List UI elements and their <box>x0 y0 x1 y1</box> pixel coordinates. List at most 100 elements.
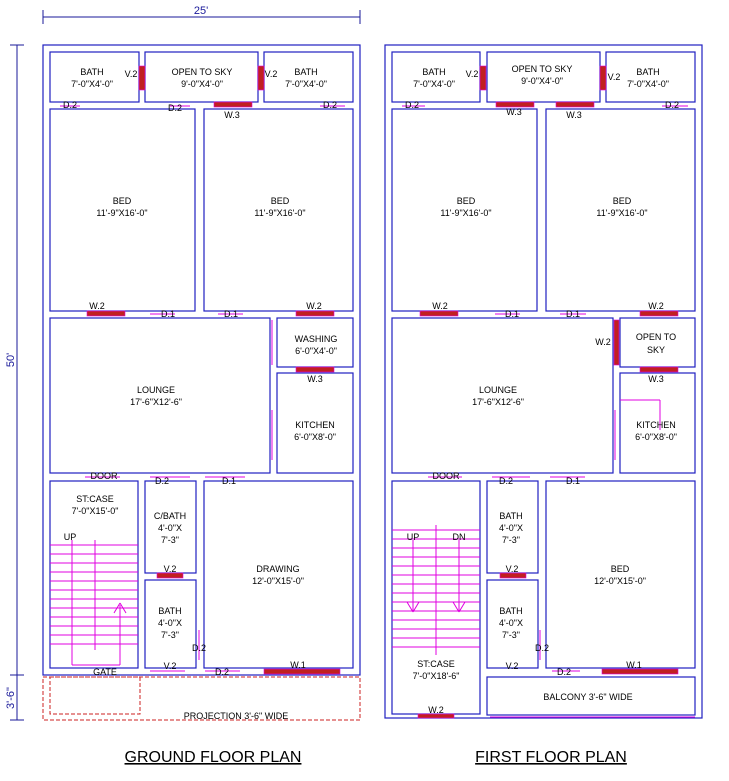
bath-right-size: 7'-0"X4'-0" <box>285 79 327 89</box>
bath-left-name: BATH <box>80 67 103 77</box>
bath-left-size: 7'-0"X4'-0" <box>413 79 455 89</box>
bed-right-name: BED <box>271 196 290 206</box>
ground-windows <box>86 65 341 675</box>
tag-v2: V.2 <box>164 661 177 671</box>
first-floor-plan: BATH 7'-0"X4'-0" OPEN TO SKY 9'-0"X4'-0"… <box>384 44 703 766</box>
tag-d1: D.1 <box>505 309 519 319</box>
kitchen-size: 6'-0"X8'-0" <box>294 432 336 442</box>
bed-front-size: 12'-0"X15'-0" <box>594 576 646 586</box>
tag-w3: W.3 <box>506 107 522 117</box>
bath-left-name: BATH <box>422 67 445 77</box>
lounge-name: LOUNGE <box>137 385 175 395</box>
first-tags: V.2 V.2 D.2 W.3 W.3 D.2 W.2 D.1 D.1 W.2 … <box>405 69 679 715</box>
kitchen-name: KITCHEN <box>636 420 676 430</box>
open-to-sky-name: OPEN TO SKY <box>512 64 573 74</box>
tag-w2: W.2 <box>428 705 444 715</box>
tag-d2: D.2 <box>168 103 182 113</box>
bath-left-size: 7'-0"X4'-0" <box>71 79 113 89</box>
common-bath-name: C/BATH <box>154 511 186 521</box>
tag-v2: V.2 <box>608 72 621 82</box>
staircase-size: 7'-0"X15'-0" <box>72 506 119 516</box>
open-to-sky-size: 9'-0"X4'-0" <box>181 79 223 89</box>
first-floor-title: FIRST FLOOR PLAN <box>475 749 627 766</box>
stair-up-label: UP <box>407 532 420 542</box>
ground-projection <box>42 676 361 721</box>
projection-dimension: 3'-6" <box>5 687 17 709</box>
tag-w3: W.3 <box>566 110 582 120</box>
bath-b-name: BATH <box>499 606 522 616</box>
bath-b-size-2: 7'-3" <box>502 630 520 640</box>
tag-v2: V.2 <box>506 661 519 671</box>
tag-w2: W.2 <box>648 301 664 311</box>
tag-d2: D.2 <box>665 100 679 110</box>
stair-up-label: UP <box>64 532 77 542</box>
tag-d2: D.2 <box>499 476 513 486</box>
tag-w2: W.2 <box>432 301 448 311</box>
bath-small-name: BATH <box>158 606 181 616</box>
tag-d2: D.2 <box>155 476 169 486</box>
common-bath-size-2: 7'-3" <box>161 535 179 545</box>
bath-right-name: BATH <box>636 67 659 77</box>
tag-d1: D.1 <box>161 309 175 319</box>
tag-d2: D.2 <box>405 100 419 110</box>
bath-a-name: BATH <box>499 511 522 521</box>
ground-room-labels: BATH 7'-0"X4'-0" OPEN TO SKY 9'-0"X4'-0"… <box>71 67 337 640</box>
staircase-size: 7'-0"X18'-6" <box>413 671 460 681</box>
open-to-sky-size: 9'-0"X4'-0" <box>521 76 563 86</box>
overall-dimensions <box>10 10 361 721</box>
bed-right-size: 11'-9"X16'-0" <box>254 208 305 218</box>
tag-v2: V.2 <box>125 69 138 79</box>
tag-w3: W.3 <box>307 374 323 384</box>
bed-front-name: BED <box>611 564 630 574</box>
kitchen-size: 6'-0"X8'-0" <box>635 432 677 442</box>
tag-d1: D.1 <box>566 309 580 319</box>
ground-tags: V.2 V.2 D.2 D.2 D.2 W.3 W.2 D.1 D.1 W.2 … <box>63 69 337 721</box>
tag-d2: D.2 <box>535 643 549 653</box>
bath-a-size-2: 7'-3" <box>502 535 520 545</box>
ground-floor-title: GROUND FLOOR PLAN <box>125 749 302 766</box>
balcony-note: BALCONY 3'-6" WIDE <box>543 692 632 702</box>
tag-v2: V.2 <box>466 69 479 79</box>
depth-dimension: 50' <box>5 353 17 367</box>
tag-v2: V.2 <box>506 564 519 574</box>
bed-left-name: BED <box>113 196 132 206</box>
first-openings <box>402 105 695 718</box>
tag-d2: D.2 <box>215 667 229 677</box>
first-windows <box>417 65 679 719</box>
staircase-name: ST:CASE <box>76 494 114 504</box>
bed-left-size: 11'-9"X16'-0" <box>96 208 147 218</box>
washing-name: WASHING <box>295 334 338 344</box>
tag-d2: D.2 <box>557 667 571 677</box>
washing-size: 6'-0"X4'-0" <box>295 346 337 356</box>
tag-d1: D.1 <box>566 476 580 486</box>
tag-door: DOOR <box>433 471 461 481</box>
ground-floor-plan: BATH 7'-0"X4'-0" OPEN TO SKY 9'-0"X4'-0"… <box>42 44 361 766</box>
drawing-size: 12'-0"X15'-0" <box>252 576 304 586</box>
drawing-name: DRAWING <box>256 564 299 574</box>
first-staircase <box>392 525 480 655</box>
tag-w3: W.3 <box>224 110 240 120</box>
first-room-labels: BATH 7'-0"X4'-0" OPEN TO SKY 9'-0"X4'-0"… <box>413 64 677 681</box>
tag-d1: D.1 <box>224 309 238 319</box>
tag-w3: W.3 <box>648 374 664 384</box>
bed-right-size: 11'-9"X16'-0" <box>596 208 647 218</box>
width-dimension: 25' <box>194 5 208 17</box>
open-to-sky-name: OPEN TO SKY <box>172 67 233 77</box>
tag-w2: W.2 <box>89 301 105 311</box>
bath-right-size: 7'-0"X4'-0" <box>627 79 669 89</box>
lounge-size: 17'-6"X12'-6" <box>130 397 182 407</box>
gate-label: GATE <box>93 667 117 677</box>
bath-b-size-1: 4'-0"X <box>499 618 523 628</box>
bed-left-name: BED <box>457 196 476 206</box>
tag-v2: V.2 <box>164 564 177 574</box>
bed-left-size: 11'-9"X16'-0" <box>440 208 491 218</box>
tag-d2: D.2 <box>323 100 337 110</box>
stair-down-label: DN <box>453 532 466 542</box>
open-to-sky-mid-name: OPEN TO <box>636 332 676 342</box>
lounge-size: 17'-6"X12'-6" <box>472 397 524 407</box>
tag-d2: D.2 <box>192 643 206 653</box>
lounge-name: LOUNGE <box>479 385 517 395</box>
common-bath-size-1: 4'-0"X <box>158 523 182 533</box>
tag-w2: W.2 <box>306 301 322 311</box>
tag-d1: D.1 <box>222 476 236 486</box>
